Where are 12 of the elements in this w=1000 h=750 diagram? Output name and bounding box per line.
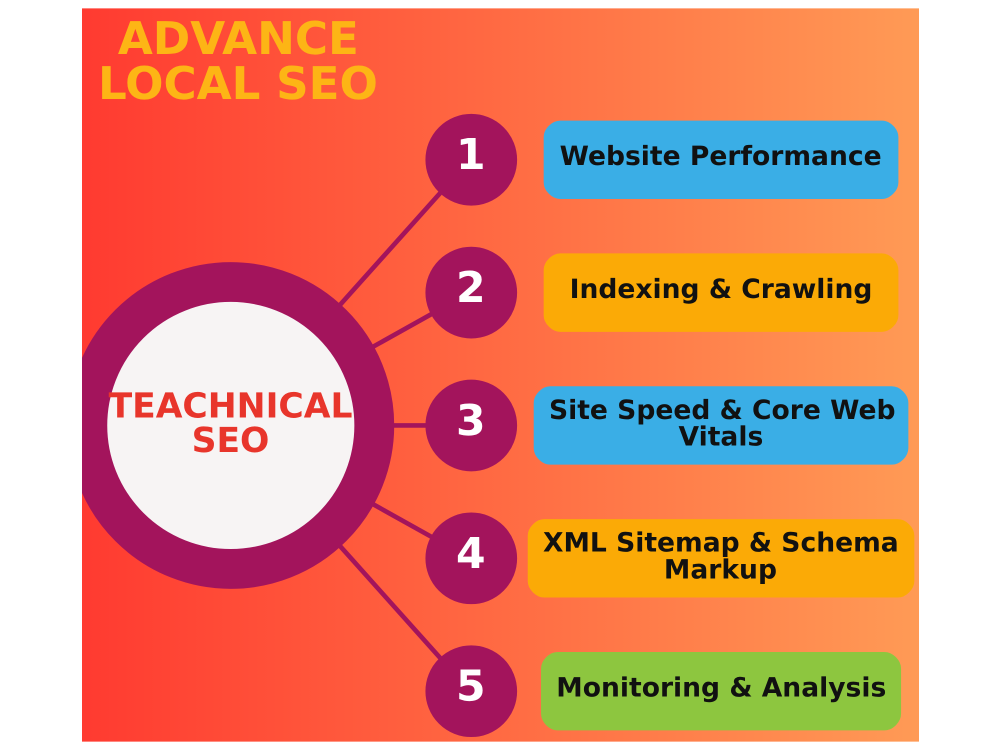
node-circle: 3 <box>424 380 517 472</box>
node-circle: 5 <box>424 645 517 738</box>
node-box: Website Performance <box>543 120 898 199</box>
node-box: XML Sitemap & Schema Markup <box>527 519 914 598</box>
node-circle: 1 <box>424 114 517 206</box>
node-box: Monitoring & Analysis <box>540 652 901 730</box>
node-circle: 2 <box>424 246 517 338</box>
node-box: Indexing & Crawling <box>543 253 898 332</box>
node-circle: 4 <box>424 512 517 604</box>
node-box: Site Speed & Core Web Vitals <box>533 386 908 465</box>
diagram-title: ADVANCE LOCAL SEO <box>97 12 378 110</box>
node-circle: TEACHNICAL SEO <box>82 262 394 589</box>
